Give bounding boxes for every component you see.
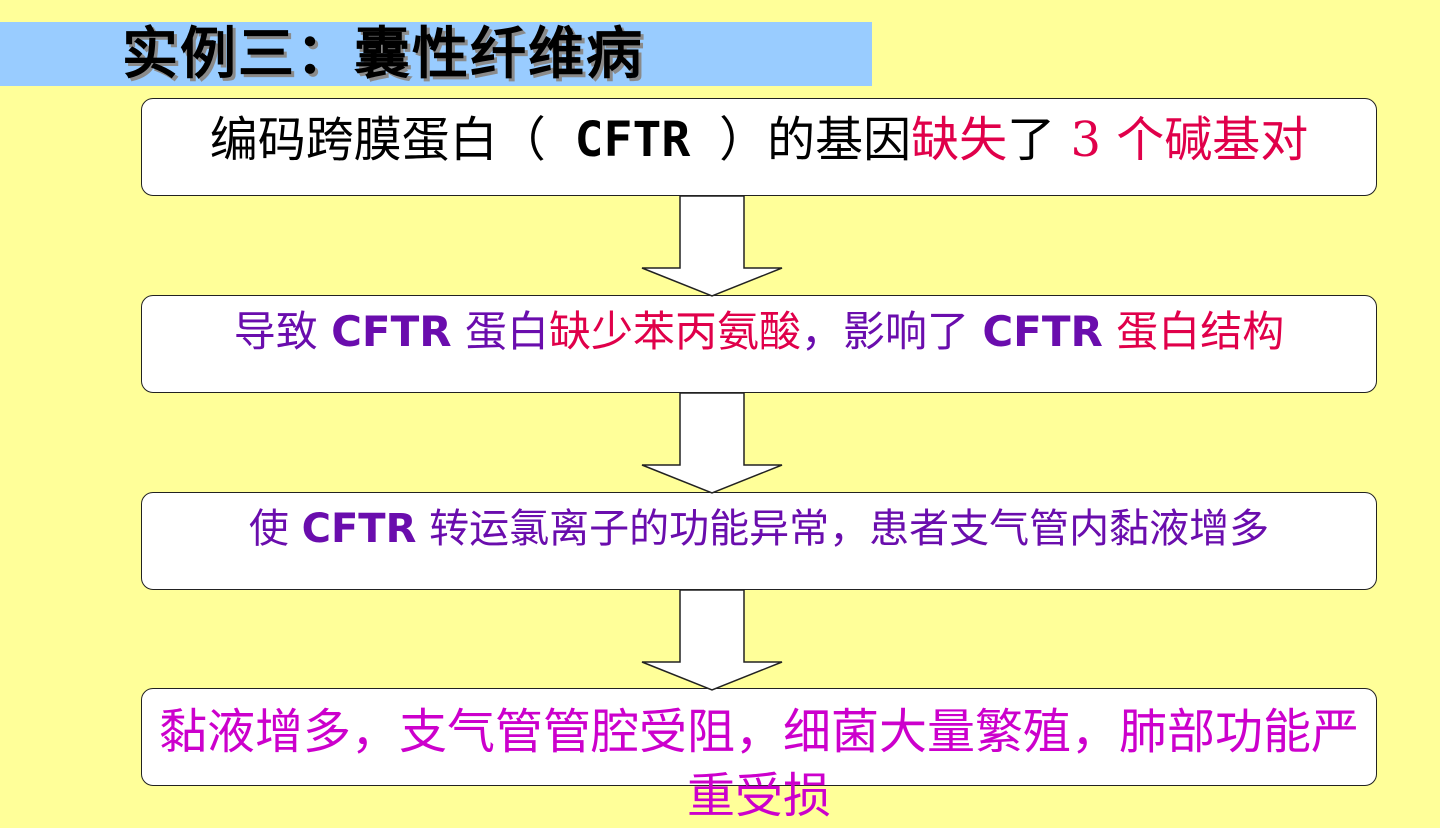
step-box-2: [141, 295, 1377, 393]
down-arrow-icon: [641, 590, 783, 691]
down-arrow-icon: [641, 196, 783, 297]
step-1-text: 编码跨膜蛋白（ CFTR ）的基因缺失了 3 个碱基对: [150, 104, 1368, 176]
step-2-text: 导致 CFTR 蛋白缺少苯丙氨酸，影响了 CFTR 蛋白结构: [150, 307, 1368, 357]
step-2-part-2: 蛋白: [451, 307, 549, 356]
cftr-label: CFTR: [301, 506, 417, 552]
step-box-4: [141, 688, 1377, 786]
step-1-emphasis: 缺失: [911, 112, 1008, 168]
step-1-count: 3 个碱基对: [1055, 112, 1309, 168]
step-2-part-4: 蛋白结构: [1102, 307, 1285, 356]
title-bar: [0, 22, 872, 86]
cftr-label: CFTR: [545, 112, 720, 168]
step-1-mid: ）的基因: [719, 112, 912, 168]
step-4-text: 黏液增多，支气管管腔受阻，细菌大量繁殖，肺部功能严重受损: [158, 704, 1359, 824]
step-2-emphasis: 缺少苯丙氨酸: [548, 307, 801, 356]
step-box-3: [141, 492, 1377, 590]
step-1-prefix: 编码跨膜蛋白（: [209, 112, 546, 168]
step-2-part-3: ，影响了: [801, 307, 983, 356]
step-3-part-1: 使: [248, 506, 302, 552]
cftr-label: CFTR: [982, 307, 1103, 356]
step-3-text: 使 CFTR 转运氯离子的功能异常，患者支气管内黏液增多: [150, 504, 1368, 554]
down-arrow-icon: [641, 393, 783, 494]
slide-title: 实例三：囊性纤维病: [122, 22, 644, 87]
step-2-part-1: 导致: [233, 307, 332, 356]
step-3-part-2: 转运氯离子的功能异常，患者支气管内黏液增多: [416, 506, 1270, 552]
step-box-1: [141, 98, 1377, 196]
cftr-label: CFTR: [331, 307, 452, 356]
step-1-after: 了: [1007, 112, 1056, 168]
